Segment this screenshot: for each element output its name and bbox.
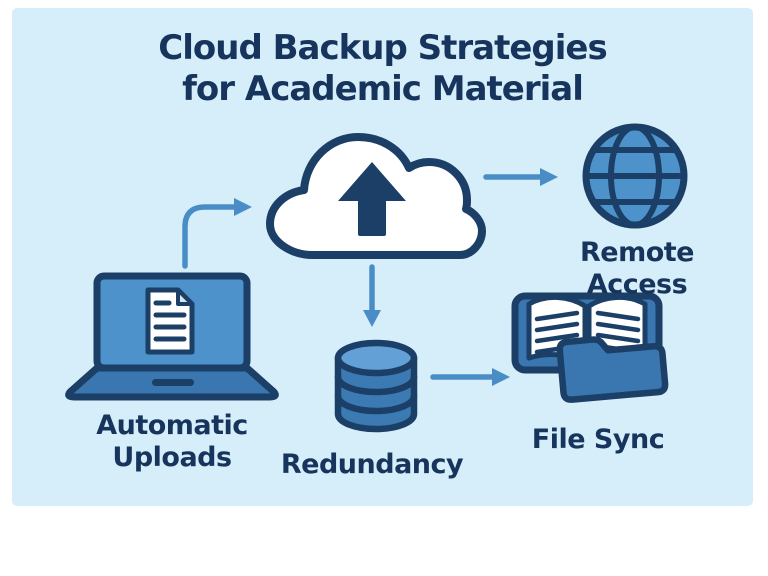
label-automatic: Automatic bbox=[96, 410, 248, 441]
page-title-line1: Cloud Backup Strategies bbox=[158, 28, 607, 68]
document-fold bbox=[176, 288, 194, 306]
laptop-notch bbox=[152, 379, 194, 386]
cloud-upload-icon bbox=[266, 133, 486, 259]
label-remote-access: Remote Access bbox=[579, 237, 695, 300]
elbow-arrow-laptop-to-cloud bbox=[182, 198, 252, 269]
database-top bbox=[334, 339, 418, 377]
database-icon bbox=[334, 339, 418, 433]
page-title: Cloud Backup Strategies for Academic Mat… bbox=[12, 28, 753, 110]
folder-shape bbox=[556, 336, 669, 403]
page-title-line2: for Academic Material bbox=[182, 69, 584, 109]
label-automatic-uploads: Automatic Uploads bbox=[62, 410, 282, 474]
right-arrow-database-to-book bbox=[430, 368, 510, 386]
upload-arrow-head bbox=[338, 162, 406, 201]
right-arrow-cloud-to-globe bbox=[483, 168, 558, 186]
folder-icon bbox=[556, 336, 669, 403]
upload-arrow-shaft bbox=[358, 199, 386, 236]
label-file-sync: File Sync bbox=[531, 424, 665, 455]
globe-icon bbox=[582, 123, 688, 229]
database-divider bbox=[334, 373, 418, 396]
label-uploads: Uploads bbox=[112, 442, 232, 473]
down-arrow-cloud-to-database bbox=[363, 264, 381, 327]
laptop-document-icon bbox=[65, 272, 279, 401]
label-redundancy: Redundancy bbox=[280, 449, 464, 480]
database-divider bbox=[334, 392, 418, 415]
